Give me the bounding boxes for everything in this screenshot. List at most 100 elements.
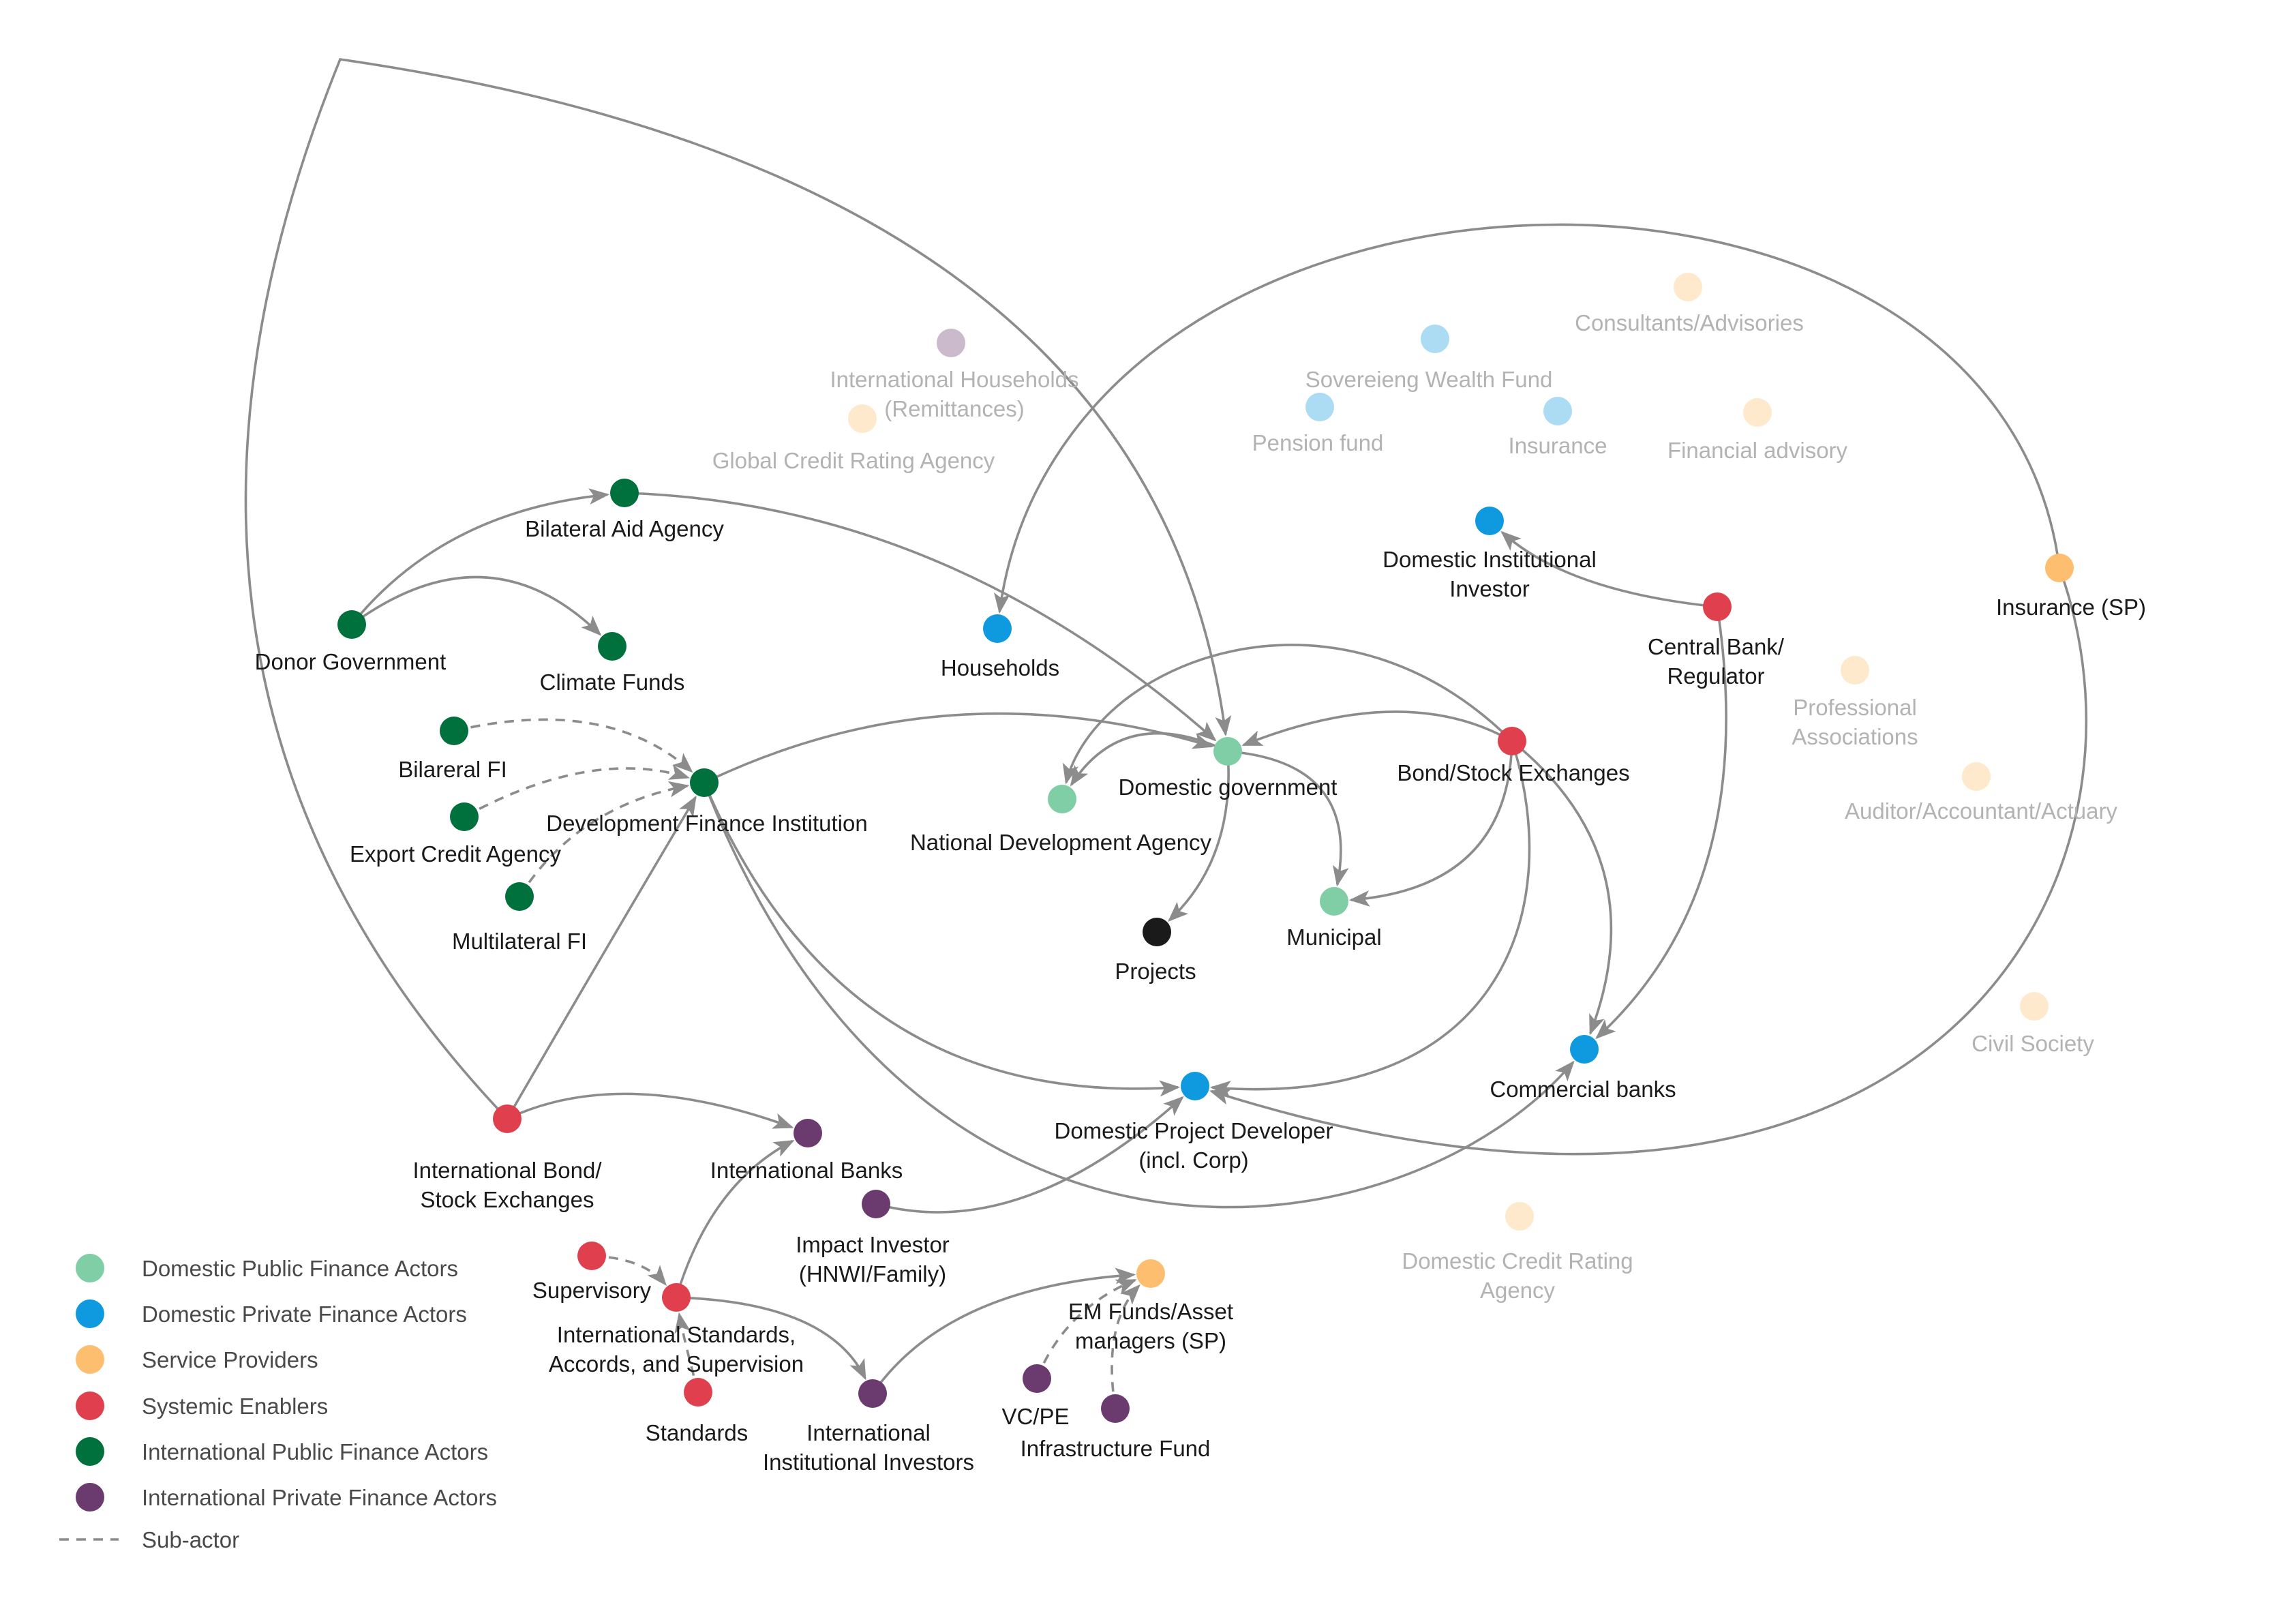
legend-item-domestic-private: Domestic Private Finance Actors xyxy=(76,1299,467,1328)
edge-intl_bond_stock-to-dfi xyxy=(506,795,697,1119)
node-standards xyxy=(684,1378,712,1407)
legend-swatch xyxy=(76,1254,104,1282)
label-intl-standards: International Standards,Accords, and Sup… xyxy=(549,1322,804,1377)
edge-central_bank-to-commercial_banks xyxy=(1595,606,1727,1040)
label-national-dev-agency: National Development Agency xyxy=(910,830,1212,855)
legend-swatch xyxy=(76,1437,104,1466)
label-bilateral-aid: Bilateral Aid Agency xyxy=(525,516,724,541)
edge-dfi-to-domestic_gov xyxy=(704,712,1213,784)
edge-infra_fund-to-em_funds xyxy=(1111,1284,1141,1409)
node-intl-inst-investors xyxy=(858,1379,887,1408)
edge-domestic_gov-to-national_dev_agency xyxy=(1070,732,1228,787)
label-impact-investor: Impact Investor(HNWI/Family) xyxy=(796,1232,950,1287)
edge-domestic_gov-to-municipal xyxy=(1227,750,1349,887)
label-climate-funds: Climate Funds xyxy=(540,670,685,695)
node-auditor xyxy=(1962,762,1991,791)
edge-central_bank-to-domestic_inst_investor xyxy=(1500,530,1718,608)
edge-bond_stock-to-municipal xyxy=(1348,740,1513,907)
label-auditor: Auditor/Accountant/Actuary xyxy=(1845,798,2117,824)
legend-label: Systemic Enablers xyxy=(142,1394,328,1419)
edge-bond_stock-to-national_dev_agency xyxy=(1062,644,1513,785)
label-donor-gov: Donor Government xyxy=(255,649,447,674)
label-intl-banks: International Banks xyxy=(710,1158,903,1183)
edge-insurance_sp-to-households xyxy=(993,223,2061,614)
edge-bilateral_aid-to-domestic_gov xyxy=(624,492,1217,742)
label-multilateral-fi: Multilateral FI xyxy=(452,929,587,954)
label-insurance-sp: Insurance (SP) xyxy=(1996,595,2146,620)
label-commercial-banks: Commercial banks xyxy=(1490,1077,1676,1102)
node-supervisory xyxy=(577,1242,606,1270)
node-infra-fund xyxy=(1101,1394,1130,1423)
legend-swatch xyxy=(76,1483,104,1512)
node-em-funds xyxy=(1136,1259,1165,1288)
node-domestic-gov xyxy=(1213,737,1242,766)
node-global-credit-rating xyxy=(848,404,877,433)
node-municipal xyxy=(1320,887,1348,916)
node-insurance-faded xyxy=(1543,397,1572,425)
label-dfi: Development Finance Institution xyxy=(546,811,867,836)
edge-bond_stock-to-dom_project_dev xyxy=(1209,740,1531,1098)
legend-swatch xyxy=(76,1392,104,1420)
edge-intl_bond_stock-to-domestic_gov xyxy=(244,58,1232,1120)
legend-item-dashed: Sub-actor xyxy=(59,1527,239,1552)
label-sovereign-wealth: Sovereieng Wealth Fund xyxy=(1305,367,1553,392)
edge-impact_investor-to-dom_project_dev xyxy=(875,1096,1184,1214)
node-domestic-credit-rating xyxy=(1505,1202,1534,1231)
edge-bond_stock-to-domestic_gov xyxy=(1241,710,1513,747)
node-impact-investor xyxy=(862,1190,890,1218)
label-bilateral-fi: Bilareral FI xyxy=(398,757,507,782)
label-insurance-faded: Insurance xyxy=(1509,433,1607,458)
label-municipal: Municipal xyxy=(1286,924,1381,950)
edge-multilateral_fi-to-dfi xyxy=(518,781,690,897)
labels-layer: International Households(Remittances)Glo… xyxy=(255,310,2146,1475)
node-bilateral-aid xyxy=(610,479,639,507)
edge-donor_gov-to-climate_funds xyxy=(350,575,602,636)
node-insurance-sp xyxy=(2045,554,2074,582)
label-standards: Standards xyxy=(646,1420,748,1445)
edge-export_credit-to-dfi xyxy=(464,764,691,818)
node-pension-fund xyxy=(1305,393,1334,421)
node-climate-funds xyxy=(598,632,626,661)
legend-label: International Private Finance Actors xyxy=(142,1485,497,1510)
node-professional-assoc xyxy=(1841,656,1869,685)
edge-donor_gov-to-bilateral_aid xyxy=(350,488,610,626)
label-bond-stock: Bond/Stock Exchanges xyxy=(1397,760,1629,785)
label-supervisory: Supervisory xyxy=(532,1278,652,1303)
legend-label: Domestic Private Finance Actors xyxy=(142,1302,467,1327)
edges-layer xyxy=(244,58,2087,1409)
label-financial-advisory: Financial advisory xyxy=(1667,438,1848,463)
label-dom-project-dev: Domestic Project Developer(incl. Corp) xyxy=(1055,1118,1333,1173)
label-intl-bond-stock: International Bond/Stock Exchanges xyxy=(412,1158,602,1212)
label-households: Households xyxy=(941,655,1059,680)
legend-item-intl-public: International Public Finance Actors xyxy=(76,1437,488,1466)
edge-vc_pe-to-em_funds xyxy=(1036,1278,1137,1379)
node-intl-households xyxy=(937,329,965,357)
node-bilateral-fi xyxy=(440,717,468,745)
edge-insurance_sp-to-dom_project_dev xyxy=(1209,567,2087,1156)
node-intl-standards xyxy=(662,1283,691,1312)
node-projects xyxy=(1143,918,1171,946)
node-sovereign-wealth xyxy=(1421,325,1449,353)
edge-intl_bond_stock-to-intl_banks xyxy=(507,1092,794,1129)
label-civil-society: Civil Society xyxy=(1972,1031,2094,1056)
legend-item-domestic-public: Domestic Public Finance Actors xyxy=(76,1254,458,1282)
legend-label: Service Providers xyxy=(142,1347,318,1372)
legend-label: Sub-actor xyxy=(142,1527,239,1552)
legend-swatch xyxy=(76,1345,104,1374)
legend-swatch xyxy=(76,1299,104,1328)
node-donor-gov xyxy=(337,610,366,639)
edge-bond_stock-to-commercial_banks xyxy=(1511,740,1613,1036)
label-export-credit: Export Credit Agency xyxy=(350,841,561,867)
node-households xyxy=(983,614,1012,643)
edge-bilateral_fi-to-dfi xyxy=(453,718,693,773)
edge-intl_standards-to-intl_inst_investors xyxy=(676,1296,866,1381)
edge-intl_inst_investors-to-em_funds xyxy=(871,1267,1136,1395)
legend-item-systemic: Systemic Enablers xyxy=(76,1392,328,1420)
legend-label: Domestic Public Finance Actors xyxy=(142,1256,458,1281)
label-domestic-gov: Domestic government xyxy=(1119,775,1338,800)
nodes-layer xyxy=(337,273,2074,1423)
